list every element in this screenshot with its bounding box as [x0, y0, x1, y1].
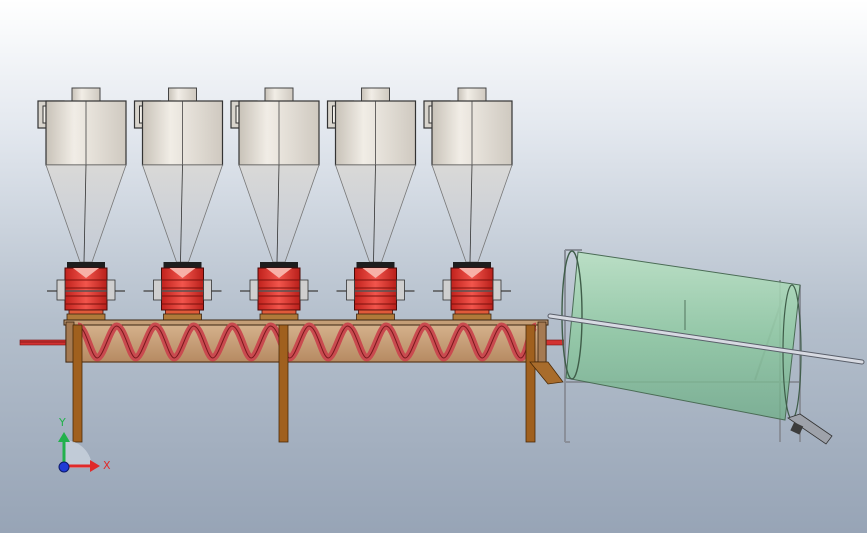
- coordinate-triad: Y X: [58, 416, 111, 473]
- frame-leg: [72, 324, 83, 443]
- drum-inlet-ring: [561, 250, 583, 380]
- cyclone-separator-row: [37, 87, 513, 322]
- screw-conveyor: [19, 319, 566, 363]
- cyclone-unit: [230, 87, 320, 322]
- discharge-chute: [529, 361, 564, 385]
- cyclone-unit: [326, 87, 417, 322]
- drum-drive-motor: [787, 413, 833, 445]
- frame-leg: [278, 324, 289, 443]
- z-axis-indicator: [58, 461, 70, 473]
- cyclone-unit: [423, 87, 513, 322]
- cyclone-unit: [133, 87, 224, 322]
- cyclone-unit: [37, 87, 127, 322]
- frame-leg: [525, 324, 536, 443]
- conveyor-end-plate-right: [537, 321, 547, 363]
- triad-y-label: Y: [58, 416, 66, 429]
- support-frame: [72, 324, 564, 443]
- screw-flights: [76, 322, 538, 362]
- screw-flight-edge: [77, 325, 537, 359]
- triad-x-label: X: [103, 459, 111, 472]
- trommel-drum-screen: [547, 249, 865, 445]
